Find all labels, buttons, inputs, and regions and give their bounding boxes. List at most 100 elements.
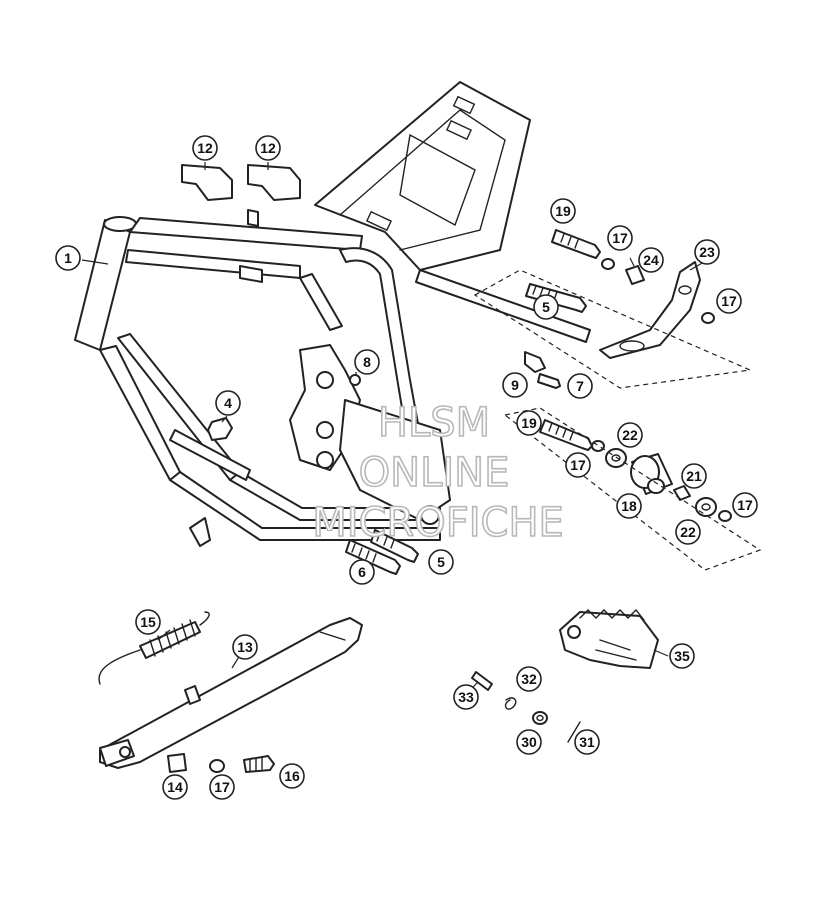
svg-text:14: 14 — [167, 779, 183, 795]
svg-text:33: 33 — [458, 689, 474, 705]
svg-text:19: 19 — [555, 203, 571, 219]
callout-12[interactable]: 12 — [255, 135, 281, 161]
svg-text:5: 5 — [437, 554, 445, 570]
callout-1[interactable]: 1 — [55, 245, 81, 271]
svg-text:32: 32 — [521, 671, 537, 687]
svg-text:22: 22 — [680, 524, 696, 540]
callout-14[interactable]: 14 — [162, 774, 188, 800]
bolt-5-upper — [525, 283, 587, 313]
callout-4[interactable]: 4 — [215, 390, 241, 416]
bolt-6 — [345, 539, 401, 575]
callout-33[interactable]: 33 — [453, 684, 479, 710]
callout-24[interactable]: 24 — [638, 247, 664, 273]
svg-text:17: 17 — [612, 230, 628, 246]
washer-17-stand — [209, 759, 225, 773]
svg-text:8: 8 — [363, 354, 371, 370]
svg-text:17: 17 — [737, 497, 753, 513]
svg-text:7: 7 — [576, 378, 584, 394]
svg-text:17: 17 — [570, 457, 586, 473]
footpeg-35 — [559, 608, 659, 669]
callout-8[interactable]: 8 — [354, 349, 380, 375]
svg-text:18: 18 — [621, 498, 637, 514]
callout-16[interactable]: 16 — [279, 763, 305, 789]
watermark-line-3: MICROFICHE — [312, 500, 564, 546]
svg-text:19: 19 — [521, 415, 537, 431]
main-frame — [74, 81, 591, 547]
callout-12[interactable]: 12 — [192, 135, 218, 161]
svg-text:22: 22 — [622, 427, 638, 443]
side-stand-13 — [99, 617, 363, 769]
svg-text:16: 16 — [284, 768, 300, 784]
watermark: HLSM ONLINE MICROFICHE — [311, 399, 564, 547]
svg-text:17: 17 — [721, 293, 737, 309]
callout-23[interactable]: 23 — [694, 239, 720, 265]
svg-text:1: 1 — [64, 250, 72, 266]
callout-30[interactable]: 30 — [516, 729, 542, 755]
svg-text:5: 5 — [542, 299, 550, 315]
callout-17[interactable]: 17 — [607, 225, 633, 251]
svg-text:4: 4 — [224, 395, 232, 411]
svg-text:21: 21 — [686, 468, 702, 484]
spring-15 — [98, 611, 210, 685]
svg-text:9: 9 — [511, 377, 519, 393]
bolt-19-lower — [539, 419, 593, 451]
bushing-14 — [167, 753, 187, 773]
svg-text:12: 12 — [260, 140, 276, 156]
svg-text:15: 15 — [140, 614, 156, 630]
callout-17[interactable]: 17 — [209, 774, 235, 800]
callout-17[interactable]: 17 — [716, 288, 742, 314]
spring-32 — [504, 697, 517, 710]
svg-text:13: 13 — [237, 639, 253, 655]
nut-4 — [207, 417, 233, 441]
callout-13[interactable]: 13 — [232, 634, 258, 660]
leader-lines — [81, 162, 705, 691]
nut-8 — [349, 374, 361, 386]
callout-18[interactable]: 18 — [616, 493, 642, 519]
callout-9[interactable]: 9 — [502, 372, 528, 398]
assembly-outline-lower — [503, 407, 762, 571]
washer-17-roller — [718, 510, 732, 522]
callout-17[interactable]: 17 — [565, 452, 591, 478]
watermark-line-2: ONLINE — [359, 450, 510, 496]
callout-22[interactable]: 22 — [675, 519, 701, 545]
spacer-24 — [625, 265, 645, 285]
washer-17-upper — [601, 258, 615, 270]
callout-5[interactable]: 5 — [428, 549, 454, 575]
callout-6[interactable]: 6 — [349, 559, 375, 585]
roller-18 — [630, 453, 673, 495]
svg-text:31: 31 — [579, 734, 595, 750]
assembly-outline-upper — [473, 269, 753, 389]
bolt-16 — [243, 755, 275, 773]
callout-19[interactable]: 19 — [516, 410, 542, 436]
callout-5[interactable]: 5 — [533, 294, 559, 320]
callout-7[interactable]: 7 — [567, 373, 593, 399]
callout-19[interactable]: 19 — [550, 198, 576, 224]
callout-35[interactable]: 35 — [669, 643, 695, 669]
svg-text:35: 35 — [674, 648, 690, 664]
callout-17[interactable]: 17 — [732, 492, 758, 518]
frame-guard-12-right — [247, 164, 301, 201]
bushing-22-upper — [605, 448, 627, 468]
washer-17-bracket — [701, 312, 715, 324]
callouts: 1 12 12 4 8 6 5 19 17 24 23 5 17 9 7 19 … — [55, 135, 758, 800]
svg-text:24: 24 — [643, 252, 659, 268]
washer-30 — [532, 711, 548, 725]
callout-22[interactable]: 22 — [617, 422, 643, 448]
frame-guard-12-left — [181, 164, 233, 201]
watermark-line-1: HLSM — [378, 400, 490, 446]
callout-31[interactable]: 31 — [574, 729, 600, 755]
bolt-19-upper — [551, 229, 601, 259]
callout-15[interactable]: 15 — [135, 609, 161, 635]
callout-32[interactable]: 32 — [516, 666, 542, 692]
bushing-22-lower — [695, 497, 717, 517]
svg-text:17: 17 — [214, 779, 230, 795]
bolt-7 — [537, 373, 561, 389]
spacer-21 — [673, 485, 691, 501]
callout-21[interactable]: 21 — [681, 463, 707, 489]
clip-9 — [524, 351, 546, 373]
svg-text:23: 23 — [699, 244, 715, 260]
bolt-5-lower — [370, 529, 419, 563]
cotter-pin-31 — [567, 721, 581, 743]
svg-text:6: 6 — [358, 564, 366, 580]
